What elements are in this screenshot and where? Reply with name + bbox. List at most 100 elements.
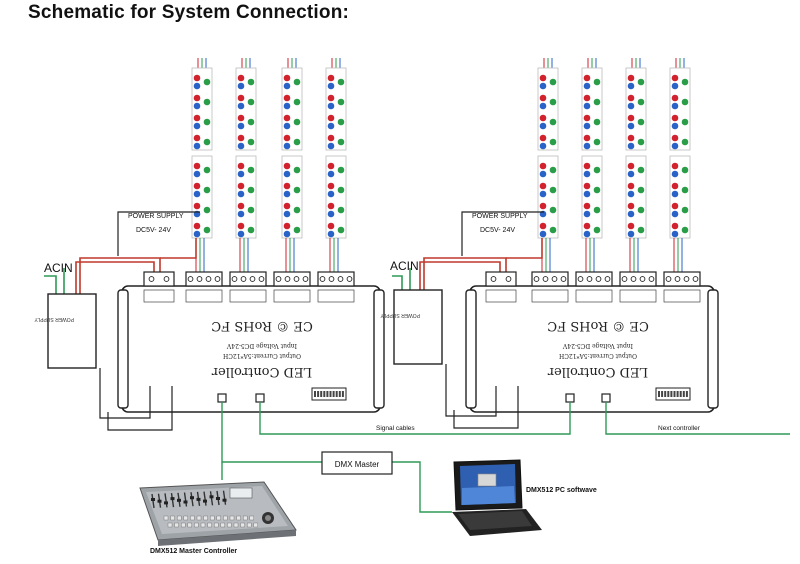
led-red	[327, 162, 335, 170]
led-red	[327, 134, 335, 142]
left-led-controller: CE © RoHS FC Input Voltage DC5-24V Outpu…	[117, 271, 385, 413]
led-red	[237, 182, 245, 190]
led-red	[583, 114, 591, 122]
led-green	[637, 98, 645, 106]
terminal-block	[185, 271, 223, 287]
led-green	[637, 206, 645, 214]
dip-key	[341, 391, 344, 397]
led-green	[637, 138, 645, 146]
master-controller-label: DMX512 Master Controller	[150, 548, 237, 555]
led-green	[247, 206, 255, 214]
led-red	[583, 74, 591, 82]
led-green	[337, 166, 345, 174]
led-blue	[283, 230, 291, 238]
led-red	[671, 222, 679, 230]
console-button	[190, 515, 195, 521]
led-blue	[627, 82, 635, 90]
led-green	[549, 226, 557, 234]
terminal-screw	[214, 276, 221, 282]
terminal-block	[531, 271, 569, 287]
led-red	[193, 114, 201, 122]
terminal-screw	[692, 276, 699, 282]
console-button	[242, 515, 248, 521]
terminal-screw	[275, 276, 282, 282]
led-red	[193, 222, 201, 230]
led-green	[203, 206, 211, 214]
terminal-screw	[577, 276, 584, 282]
dip-key	[682, 391, 685, 397]
right-dip-keys	[658, 391, 688, 397]
laptop-icon	[452, 459, 542, 536]
terminal-screw	[595, 276, 602, 282]
left-acin-wires	[44, 268, 65, 296]
right-system: POWER SUPPLY DC5V- 24V ACIN POWER SUPPLY…	[380, 58, 719, 429]
terminal-block	[485, 271, 517, 287]
led-blue	[671, 142, 679, 150]
dip-key	[317, 391, 320, 397]
led-green	[681, 166, 689, 174]
dip-key	[673, 391, 676, 397]
led-red	[327, 114, 335, 122]
led-green	[637, 118, 645, 126]
led-blue	[193, 230, 201, 238]
dip-key	[658, 391, 660, 397]
dip-key	[664, 391, 667, 397]
led-blue	[283, 210, 291, 218]
led-green	[293, 78, 301, 86]
console-button	[183, 515, 189, 521]
led-blue	[327, 82, 335, 90]
console-fader-knob	[177, 498, 181, 502]
right-controller-output: Output Current:5A*12CH	[559, 352, 637, 359]
led-red	[583, 182, 591, 190]
led-green	[293, 186, 301, 194]
led-green	[549, 78, 557, 86]
led-green	[203, 186, 211, 194]
terminal-label-strip	[575, 289, 613, 303]
led-blue	[193, 190, 201, 198]
right-acin-label: ACIN	[390, 259, 419, 273]
terminal-label-strip	[619, 289, 657, 303]
terminal-screw	[505, 276, 512, 282]
led-blue	[283, 142, 291, 150]
led-blue	[671, 102, 679, 110]
terminal-block	[619, 271, 657, 287]
led-red	[627, 94, 635, 102]
terminal-label-strip	[185, 289, 223, 303]
led-green	[593, 138, 601, 146]
led-green	[337, 78, 345, 86]
led-green	[593, 186, 601, 194]
terminal-block	[575, 271, 613, 287]
led-red	[539, 74, 547, 82]
led-green	[681, 138, 689, 146]
led-blue	[627, 190, 635, 198]
terminal-screw	[337, 276, 344, 282]
terminal-label-strip	[143, 289, 175, 303]
left-controller-input-wires	[99, 368, 173, 431]
console-button	[167, 522, 173, 528]
right-psu-box-label: POWER SUPPLY	[380, 312, 420, 318]
led-green	[247, 226, 255, 234]
led-red	[671, 182, 679, 190]
terminal-screw	[630, 276, 637, 282]
terminal-block	[143, 271, 175, 287]
led-red	[237, 222, 245, 230]
console-button	[253, 522, 259, 528]
led-blue	[671, 82, 679, 90]
left-power-wires	[75, 211, 200, 296]
terminal-screw	[240, 276, 247, 282]
led-green	[681, 206, 689, 214]
led-green	[247, 118, 255, 126]
console-button	[196, 515, 202, 521]
right-terminal-blocks	[485, 271, 701, 303]
led-blue	[539, 102, 547, 110]
dip-key	[667, 391, 670, 397]
led-blue	[283, 102, 291, 110]
led-blue	[671, 210, 679, 218]
right-led-controller: CE © RoHS FC Input Voltage DC5-24V Outpu…	[465, 271, 719, 413]
terminal-block	[317, 271, 355, 287]
console-fader-knob	[190, 496, 194, 500]
console-fader-knob	[196, 497, 201, 501]
dip-key	[670, 391, 673, 397]
right-dip-switch	[655, 387, 691, 401]
led-green	[337, 138, 345, 146]
